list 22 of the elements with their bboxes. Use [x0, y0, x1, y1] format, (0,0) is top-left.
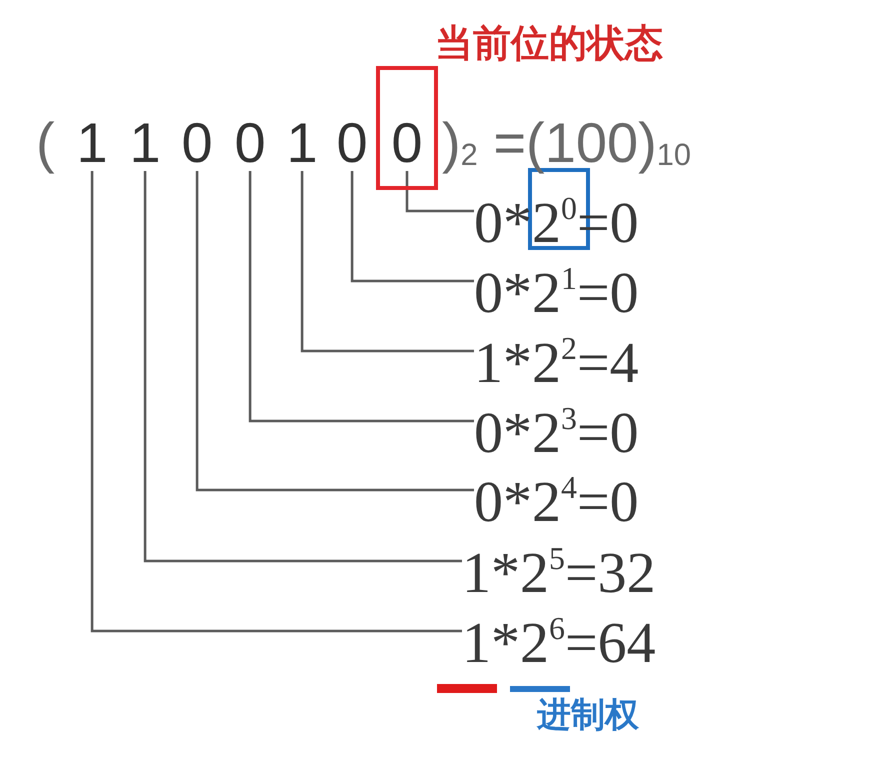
- binary-digit: 0: [182, 115, 213, 171]
- product-term: 0*2$^{3}$=0: [474, 404, 639, 462]
- leader-line: [196, 171, 474, 492]
- box-heading: 当前位的状态: [435, 24, 663, 62]
- product-term: 1*2$^{6}$=64: [462, 614, 656, 672]
- leader-line: [350, 171, 474, 282]
- leader-line: [90, 171, 462, 632]
- binary-digit: 0: [391, 115, 423, 171]
- leader-line: [248, 171, 474, 422]
- binary-digit: 1: [286, 115, 318, 171]
- leader-line: [406, 171, 474, 212]
- product-term: 1*2$^{2}$=4: [474, 334, 639, 392]
- legend-label: 进制权: [537, 698, 639, 732]
- leader-line: [144, 171, 462, 562]
- product-term: 1*2$^{5}$=32: [462, 544, 656, 602]
- leader-line: [300, 171, 474, 352]
- binary-digit: 1: [130, 115, 161, 171]
- product-term: 0*2$^{1}$=0: [474, 264, 639, 322]
- binary-digit: 0: [234, 115, 266, 171]
- product-term: 0*2$^{4}$=0: [474, 473, 639, 531]
- binary-digit: 0: [336, 115, 368, 171]
- binary-digit: 1: [76, 115, 108, 171]
